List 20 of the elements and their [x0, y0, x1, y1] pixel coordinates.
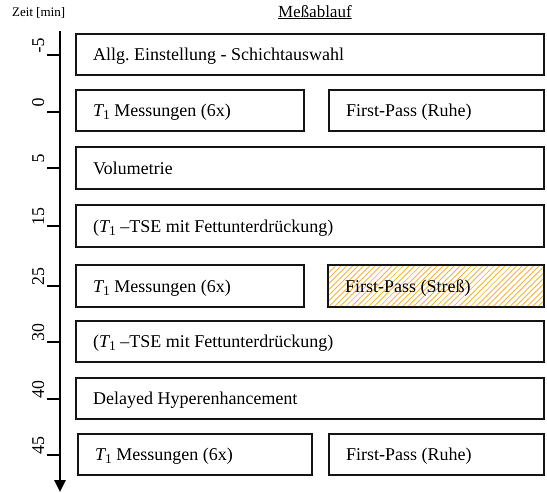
tick-label: 0: [29, 96, 47, 108]
tick-label: -5: [29, 36, 47, 54]
axis-title: Zeit [min]: [12, 4, 66, 20]
diagram-title: Meßablauf: [278, 1, 352, 22]
tick-label: 5: [29, 152, 47, 164]
tick-label: 45: [29, 435, 47, 456]
step-box: T$_{1}$ Messungen (6x): [75, 264, 305, 308]
tick-label: 15: [29, 206, 47, 227]
step-box: (T$_{1}$ –TSE mit Fettunterdrückung): [75, 204, 545, 248]
step-box: (T$_{1}$ –TSE mit Fettunterdrückung): [75, 320, 545, 363]
step-box: First-Pass (Ruhe): [328, 89, 545, 132]
step-box: T$_{1}$ Messungen (6x): [77, 433, 313, 476]
step-box: First-Pass (Ruhe): [328, 433, 545, 476]
step-box: Allg. Einstellung - Schichtauswahl: [75, 33, 545, 76]
step-box: T$_{1}$ Messungen (6x): [75, 89, 305, 132]
tick-label: 30: [29, 322, 47, 343]
step-box: Delayed Hyperenhancement: [75, 377, 545, 420]
tick-label: 25: [29, 266, 47, 287]
step-box: Volumetrie: [75, 146, 545, 190]
tick-label: 40: [29, 379, 47, 400]
